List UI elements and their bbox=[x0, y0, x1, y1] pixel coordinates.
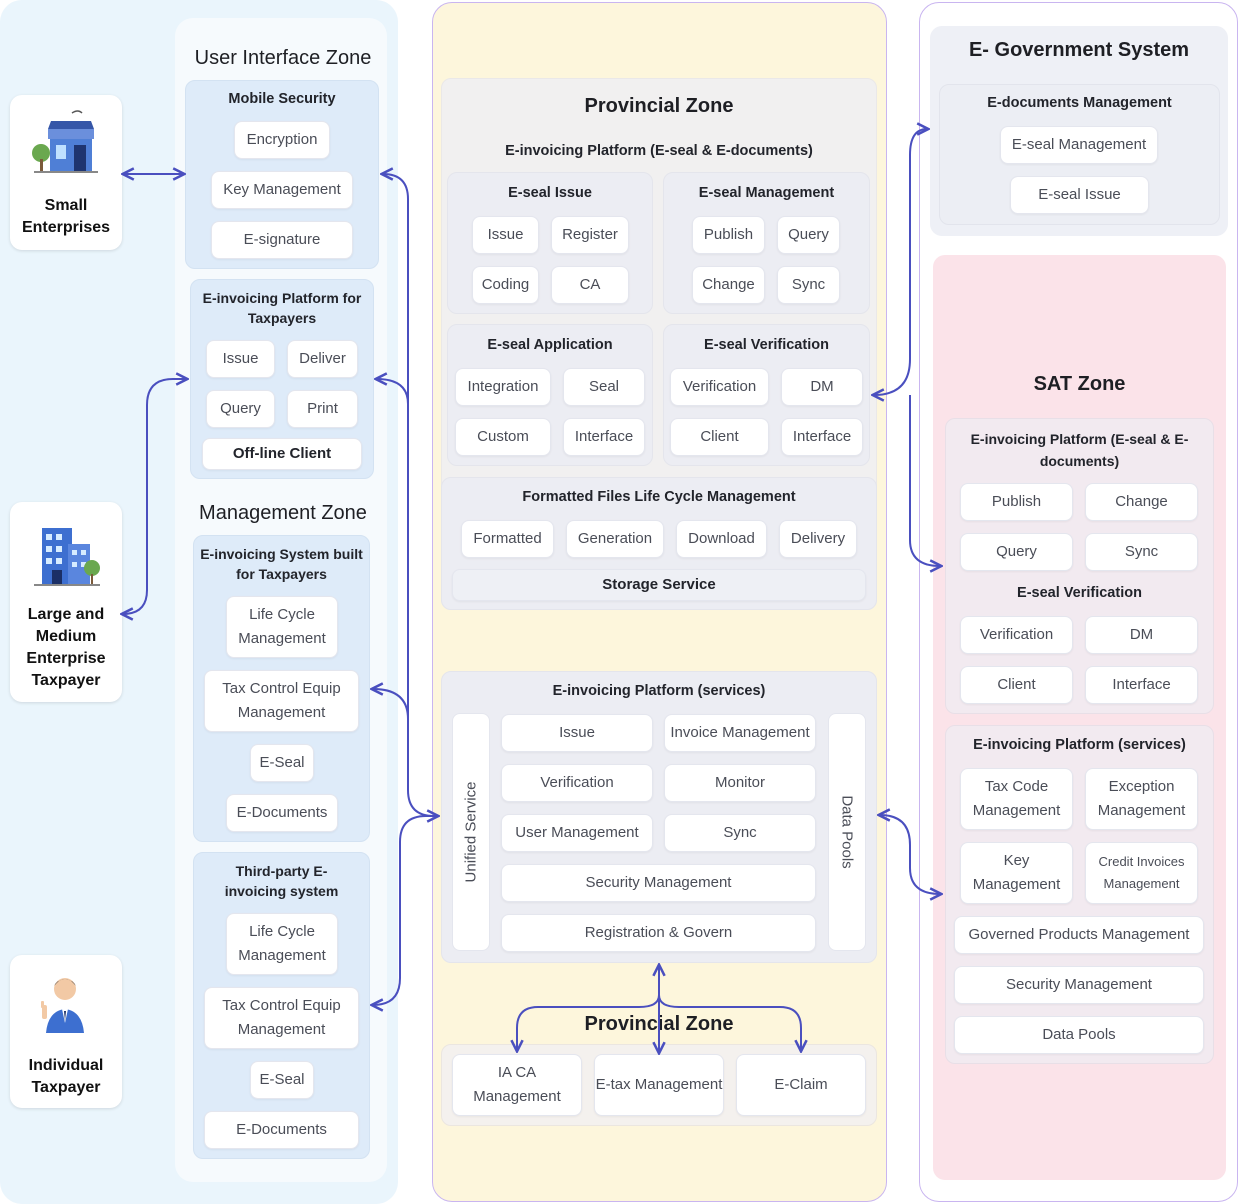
query-item: Query bbox=[206, 390, 275, 428]
individual-taxpayer-card: Individual Taxpayer bbox=[10, 955, 122, 1108]
management-zone-title: Management Zone bbox=[199, 502, 367, 524]
tax-code-management-item: Tax Code Management bbox=[960, 768, 1073, 830]
issue-item: Issue bbox=[206, 340, 275, 378]
e-seal-item: E-Seal bbox=[250, 744, 314, 782]
seal-register-item: Register bbox=[551, 216, 629, 254]
formatted-files-title: Formatted Files Life Cycle Management bbox=[522, 489, 796, 505]
third-life-cycle-item: Life Cycle Management bbox=[226, 913, 338, 975]
key-management-sat-item: Key Management bbox=[960, 842, 1073, 904]
e-claim-item: E-Claim bbox=[736, 1054, 866, 1116]
provincial-zone-title: Provincial Zone bbox=[584, 95, 734, 117]
verif-client-item: Client bbox=[670, 418, 769, 456]
provincial-platform-title: E-invoicing Platform (E-seal & E-documen… bbox=[505, 143, 813, 159]
print-item: Print bbox=[287, 390, 358, 428]
third-party-system-title: Third-party E-invoicing system bbox=[224, 863, 339, 899]
offline-client-item: Off-line Client bbox=[202, 438, 362, 470]
third-tax-control-item: Tax Control Equip Management bbox=[204, 987, 359, 1049]
svc-security-management-item: Security Management bbox=[501, 864, 816, 902]
e-seal-management-title: E-seal Management bbox=[698, 185, 835, 201]
verif-dm-item: DM bbox=[781, 368, 863, 406]
large-enterprise-card: Large and Medium Enterprise Taxpayer bbox=[10, 502, 122, 702]
files-delivery-item: Delivery bbox=[779, 520, 857, 558]
egov-e-seal-management-item: E-seal Management bbox=[1000, 126, 1158, 164]
exception-management-item: Exception Management bbox=[1085, 768, 1198, 830]
svc-verification-item: Verification bbox=[501, 764, 653, 802]
governed-products-management-item: Governed Products Management bbox=[954, 916, 1204, 954]
ia-ca-management-item: IA CA Management bbox=[452, 1054, 582, 1116]
life-cycle-management-item: Life Cycle Management bbox=[226, 596, 338, 658]
sat-query-item: Query bbox=[960, 533, 1073, 571]
egov-e-seal-issue-item: E-seal Issue bbox=[1010, 176, 1149, 214]
sat-dm-item: DM bbox=[1085, 616, 1198, 654]
seal-issue-item: Issue bbox=[472, 216, 539, 254]
sat-publish-item: Publish bbox=[960, 483, 1073, 521]
taxpayer-platform-title: E-invoicing Platform for Taxpayers bbox=[202, 290, 362, 326]
e-documents-item: E-Documents bbox=[226, 794, 338, 832]
svc-monitor-item: Monitor bbox=[664, 764, 816, 802]
svc-invoice-management-item: Invoice Management bbox=[664, 714, 816, 752]
e-seal-verification-title: E-seal Verification bbox=[704, 337, 829, 353]
seal-coding-item: Coding bbox=[472, 266, 539, 304]
data-pools-column: Data Pools bbox=[828, 713, 866, 951]
app-interface-item: Interface bbox=[563, 418, 645, 456]
e-signature-item: E-signature bbox=[211, 221, 353, 259]
verif-interface-item: Interface bbox=[781, 418, 863, 456]
files-formatted-item: Formatted bbox=[461, 520, 554, 558]
mgmt-publish-item: Publish bbox=[692, 216, 765, 254]
third-e-documents-item: E-Documents bbox=[204, 1111, 359, 1149]
sat-security-management-item: Security Management bbox=[954, 966, 1204, 1004]
files-generation-item: Generation bbox=[566, 520, 664, 558]
mobile-security-title: Mobile Security bbox=[228, 91, 336, 107]
sat-client-item: Client bbox=[960, 666, 1073, 704]
provincial-services-title: E-invoicing Platform (services) bbox=[552, 683, 766, 699]
e-documents-management-title: E-documents Management bbox=[987, 95, 1172, 111]
svc-registration-govern-item: Registration & Govern bbox=[501, 914, 816, 952]
storage-service-item: Storage Service bbox=[452, 569, 866, 601]
e-seal-application-title: E-seal Application bbox=[487, 337, 613, 353]
app-custom-item: Custom bbox=[455, 418, 551, 456]
sat-services-title: E-invoicing Platform (services) bbox=[973, 737, 1186, 753]
unified-service-label: Unified Service bbox=[462, 781, 480, 883]
seal-ca-item: CA bbox=[551, 266, 629, 304]
e-seal-issue-title: E-seal Issue bbox=[508, 185, 592, 201]
sat-zone-title: SAT Zone bbox=[1033, 373, 1126, 395]
sat-interface-item: Interface bbox=[1085, 666, 1198, 704]
sat-verification-item: Verification bbox=[960, 616, 1073, 654]
sat-sync-item: Sync bbox=[1085, 533, 1198, 571]
unified-service-column: Unified Service bbox=[452, 713, 490, 951]
ui-zone-title: User Interface Zone bbox=[194, 47, 372, 69]
mgmt-query-item: Query bbox=[777, 216, 840, 254]
large-enterprise-label: Large and Medium Enterprise Taxpayer bbox=[26, 606, 106, 689]
sat-platform-title: E-invoicing Platform (E-seal & E-documen… bbox=[970, 431, 1189, 469]
svc-user-management-item: User Management bbox=[501, 814, 653, 852]
credit-invoices-management-item: Credit Invoices Management bbox=[1085, 842, 1198, 904]
office-building-icon bbox=[34, 528, 100, 586]
businessman-icon bbox=[41, 978, 84, 1033]
third-e-seal-item: E-Seal bbox=[250, 1061, 314, 1099]
mgmt-sync-item: Sync bbox=[777, 266, 840, 304]
sat-change-item: Change bbox=[1085, 483, 1198, 521]
svc-issue-item: Issue bbox=[501, 714, 653, 752]
taxpayer-system-title: E-invoicing System built for Taxpayers bbox=[200, 546, 363, 582]
small-enterprises-card: Small Enterprises bbox=[10, 95, 122, 250]
egov-title: E- Government System bbox=[968, 39, 1190, 61]
e-tax-management-item: E-tax Management bbox=[594, 1054, 724, 1116]
verif-verification-item: Verification bbox=[670, 368, 769, 406]
app-integration-item: Integration bbox=[455, 368, 551, 406]
sat-data-pools-item: Data Pools bbox=[954, 1016, 1204, 1054]
mgmt-change-item: Change bbox=[692, 266, 765, 304]
data-pools-label: Data Pools bbox=[838, 795, 856, 869]
deliver-item: Deliver bbox=[287, 340, 358, 378]
app-seal-item: Seal bbox=[563, 368, 645, 406]
svc-sync-item: Sync bbox=[664, 814, 816, 852]
tax-control-equip-item: Tax Control Equip Management bbox=[204, 670, 359, 732]
individual-taxpayer-label: Individual Taxpayer bbox=[28, 1057, 104, 1096]
key-management-item: Key Management bbox=[211, 171, 353, 209]
small-enterprises-label: Small Enterprises bbox=[21, 197, 111, 236]
storefront-icon bbox=[32, 110, 98, 173]
files-download-item: Download bbox=[676, 520, 767, 558]
encryption-item: Encryption bbox=[234, 121, 330, 159]
provincial-bottom-title: Provincial Zone bbox=[584, 1013, 734, 1035]
sat-verification-title: E-seal Verification bbox=[1017, 585, 1142, 601]
